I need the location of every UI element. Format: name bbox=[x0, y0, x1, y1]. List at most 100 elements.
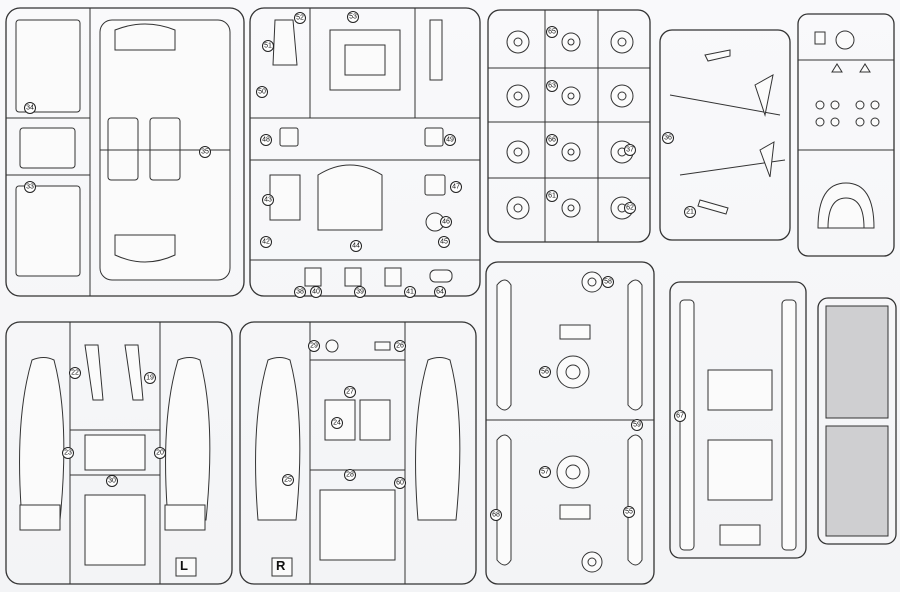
callout-number: 41 bbox=[406, 289, 414, 296]
callout-circle bbox=[344, 386, 356, 398]
part-number-callout: 41 bbox=[404, 286, 416, 298]
callout-number: 34 bbox=[26, 105, 34, 112]
callout-circle bbox=[260, 236, 272, 248]
callout-circle bbox=[539, 466, 551, 478]
callout-number: 60 bbox=[396, 480, 404, 487]
callout-circle bbox=[546, 26, 558, 38]
callout-number: 39 bbox=[356, 289, 364, 296]
part-number-callout: 55 bbox=[623, 506, 635, 518]
callout-number: 49 bbox=[446, 137, 454, 144]
callout-circle bbox=[546, 190, 558, 202]
callout-circle bbox=[394, 477, 406, 489]
callout-number: 33 bbox=[26, 184, 34, 191]
callout-circle bbox=[144, 372, 156, 384]
part-number-callout: 56 bbox=[539, 366, 551, 378]
callout-number: 57 bbox=[541, 469, 549, 476]
callout-circle bbox=[674, 410, 686, 422]
part-number-callout: 42 bbox=[260, 236, 272, 248]
callout-circle bbox=[24, 102, 36, 114]
callout-circle bbox=[294, 12, 306, 24]
callout-number: 22 bbox=[71, 370, 79, 377]
part-number-callout: 27 bbox=[344, 386, 356, 398]
callout-number: 38 bbox=[296, 289, 304, 296]
part-number-callout: 37 bbox=[624, 144, 636, 156]
part-number-callout: 64 bbox=[434, 286, 446, 298]
part-number-callout: 63 bbox=[546, 80, 558, 92]
callout-circle bbox=[624, 144, 636, 156]
callout-circle bbox=[404, 286, 416, 298]
callout-number: 53 bbox=[349, 14, 357, 21]
callout-number: 46 bbox=[442, 219, 450, 226]
part-number-callout: 39 bbox=[354, 286, 366, 298]
callout-circle bbox=[539, 366, 551, 378]
part-number-callout: 51 bbox=[262, 40, 274, 52]
sprue-frame-g bbox=[239, 321, 477, 585]
part-number-callout: 21 bbox=[684, 206, 696, 218]
part-number-callout: 22 bbox=[69, 367, 81, 379]
callout-circle bbox=[106, 475, 118, 487]
part-number-callout: 68 bbox=[490, 509, 502, 521]
callout-circle bbox=[394, 340, 406, 352]
sprue-frame-e bbox=[797, 13, 895, 257]
callout-circle bbox=[294, 286, 306, 298]
callout-circle bbox=[662, 132, 674, 144]
callout-circle bbox=[602, 276, 614, 288]
callout-number: 65 bbox=[548, 29, 556, 36]
part-number-callout: 36 bbox=[662, 132, 674, 144]
callout-number: 52 bbox=[296, 15, 304, 22]
sprue-frame-i bbox=[669, 281, 807, 559]
part-number-callout: 30 bbox=[106, 475, 118, 487]
callout-circle bbox=[350, 240, 362, 252]
callout-number: 48 bbox=[262, 137, 270, 144]
part-number-callout: 48 bbox=[260, 134, 272, 146]
callout-number: 29 bbox=[310, 343, 318, 350]
part-number-callout: 46 bbox=[440, 216, 452, 228]
callout-circle bbox=[354, 286, 366, 298]
callout-number: 23 bbox=[64, 450, 72, 457]
callout-circle bbox=[256, 86, 268, 98]
callout-circle bbox=[546, 80, 558, 92]
part-number-callout: 19 bbox=[144, 372, 156, 384]
sprue-frame-c bbox=[487, 9, 651, 243]
sprue-frame-a bbox=[5, 7, 245, 297]
callout-circle bbox=[154, 447, 166, 459]
callout-number: 55 bbox=[625, 509, 633, 516]
callout-circle bbox=[623, 506, 635, 518]
callout-number: 47 bbox=[452, 184, 460, 191]
callout-circle bbox=[69, 367, 81, 379]
part-number-callout: 49 bbox=[444, 134, 456, 146]
part-number-callout: 33 bbox=[24, 181, 36, 193]
callout-circle bbox=[310, 286, 322, 298]
callout-number: 36 bbox=[664, 135, 672, 142]
callout-number: 42 bbox=[262, 239, 270, 246]
callout-circle bbox=[24, 181, 36, 193]
sprue-frame-d bbox=[659, 29, 791, 241]
part-number-callout: 62 bbox=[624, 202, 636, 214]
callout-number: 68 bbox=[492, 512, 500, 519]
callout-number: 45 bbox=[440, 239, 448, 246]
callout-number: 43 bbox=[264, 197, 272, 204]
callout-number: 24 bbox=[333, 420, 341, 427]
part-number-callout: 35 bbox=[199, 146, 211, 158]
callout-circle bbox=[260, 134, 272, 146]
sprue-frame-j bbox=[817, 297, 897, 545]
part-number-callout: 40 bbox=[310, 286, 322, 298]
callout-number: 56 bbox=[541, 369, 549, 376]
part-number-callout: 60 bbox=[394, 477, 406, 489]
callout-number: 62 bbox=[626, 205, 634, 212]
callout-number: 26 bbox=[396, 343, 404, 350]
callout-number: 40 bbox=[312, 289, 320, 296]
part-number-callout: 23 bbox=[62, 447, 74, 459]
part-number-callout: 58 bbox=[602, 276, 614, 288]
part-number-callout: 29 bbox=[308, 340, 320, 352]
part-number-callout: 20 bbox=[154, 447, 166, 459]
side-label-right: R bbox=[276, 558, 286, 573]
callout-circle bbox=[684, 206, 696, 218]
callout-circle bbox=[331, 417, 343, 429]
callout-circle bbox=[282, 474, 294, 486]
callout-number: 30 bbox=[108, 478, 116, 485]
callout-number: 63 bbox=[548, 83, 556, 90]
